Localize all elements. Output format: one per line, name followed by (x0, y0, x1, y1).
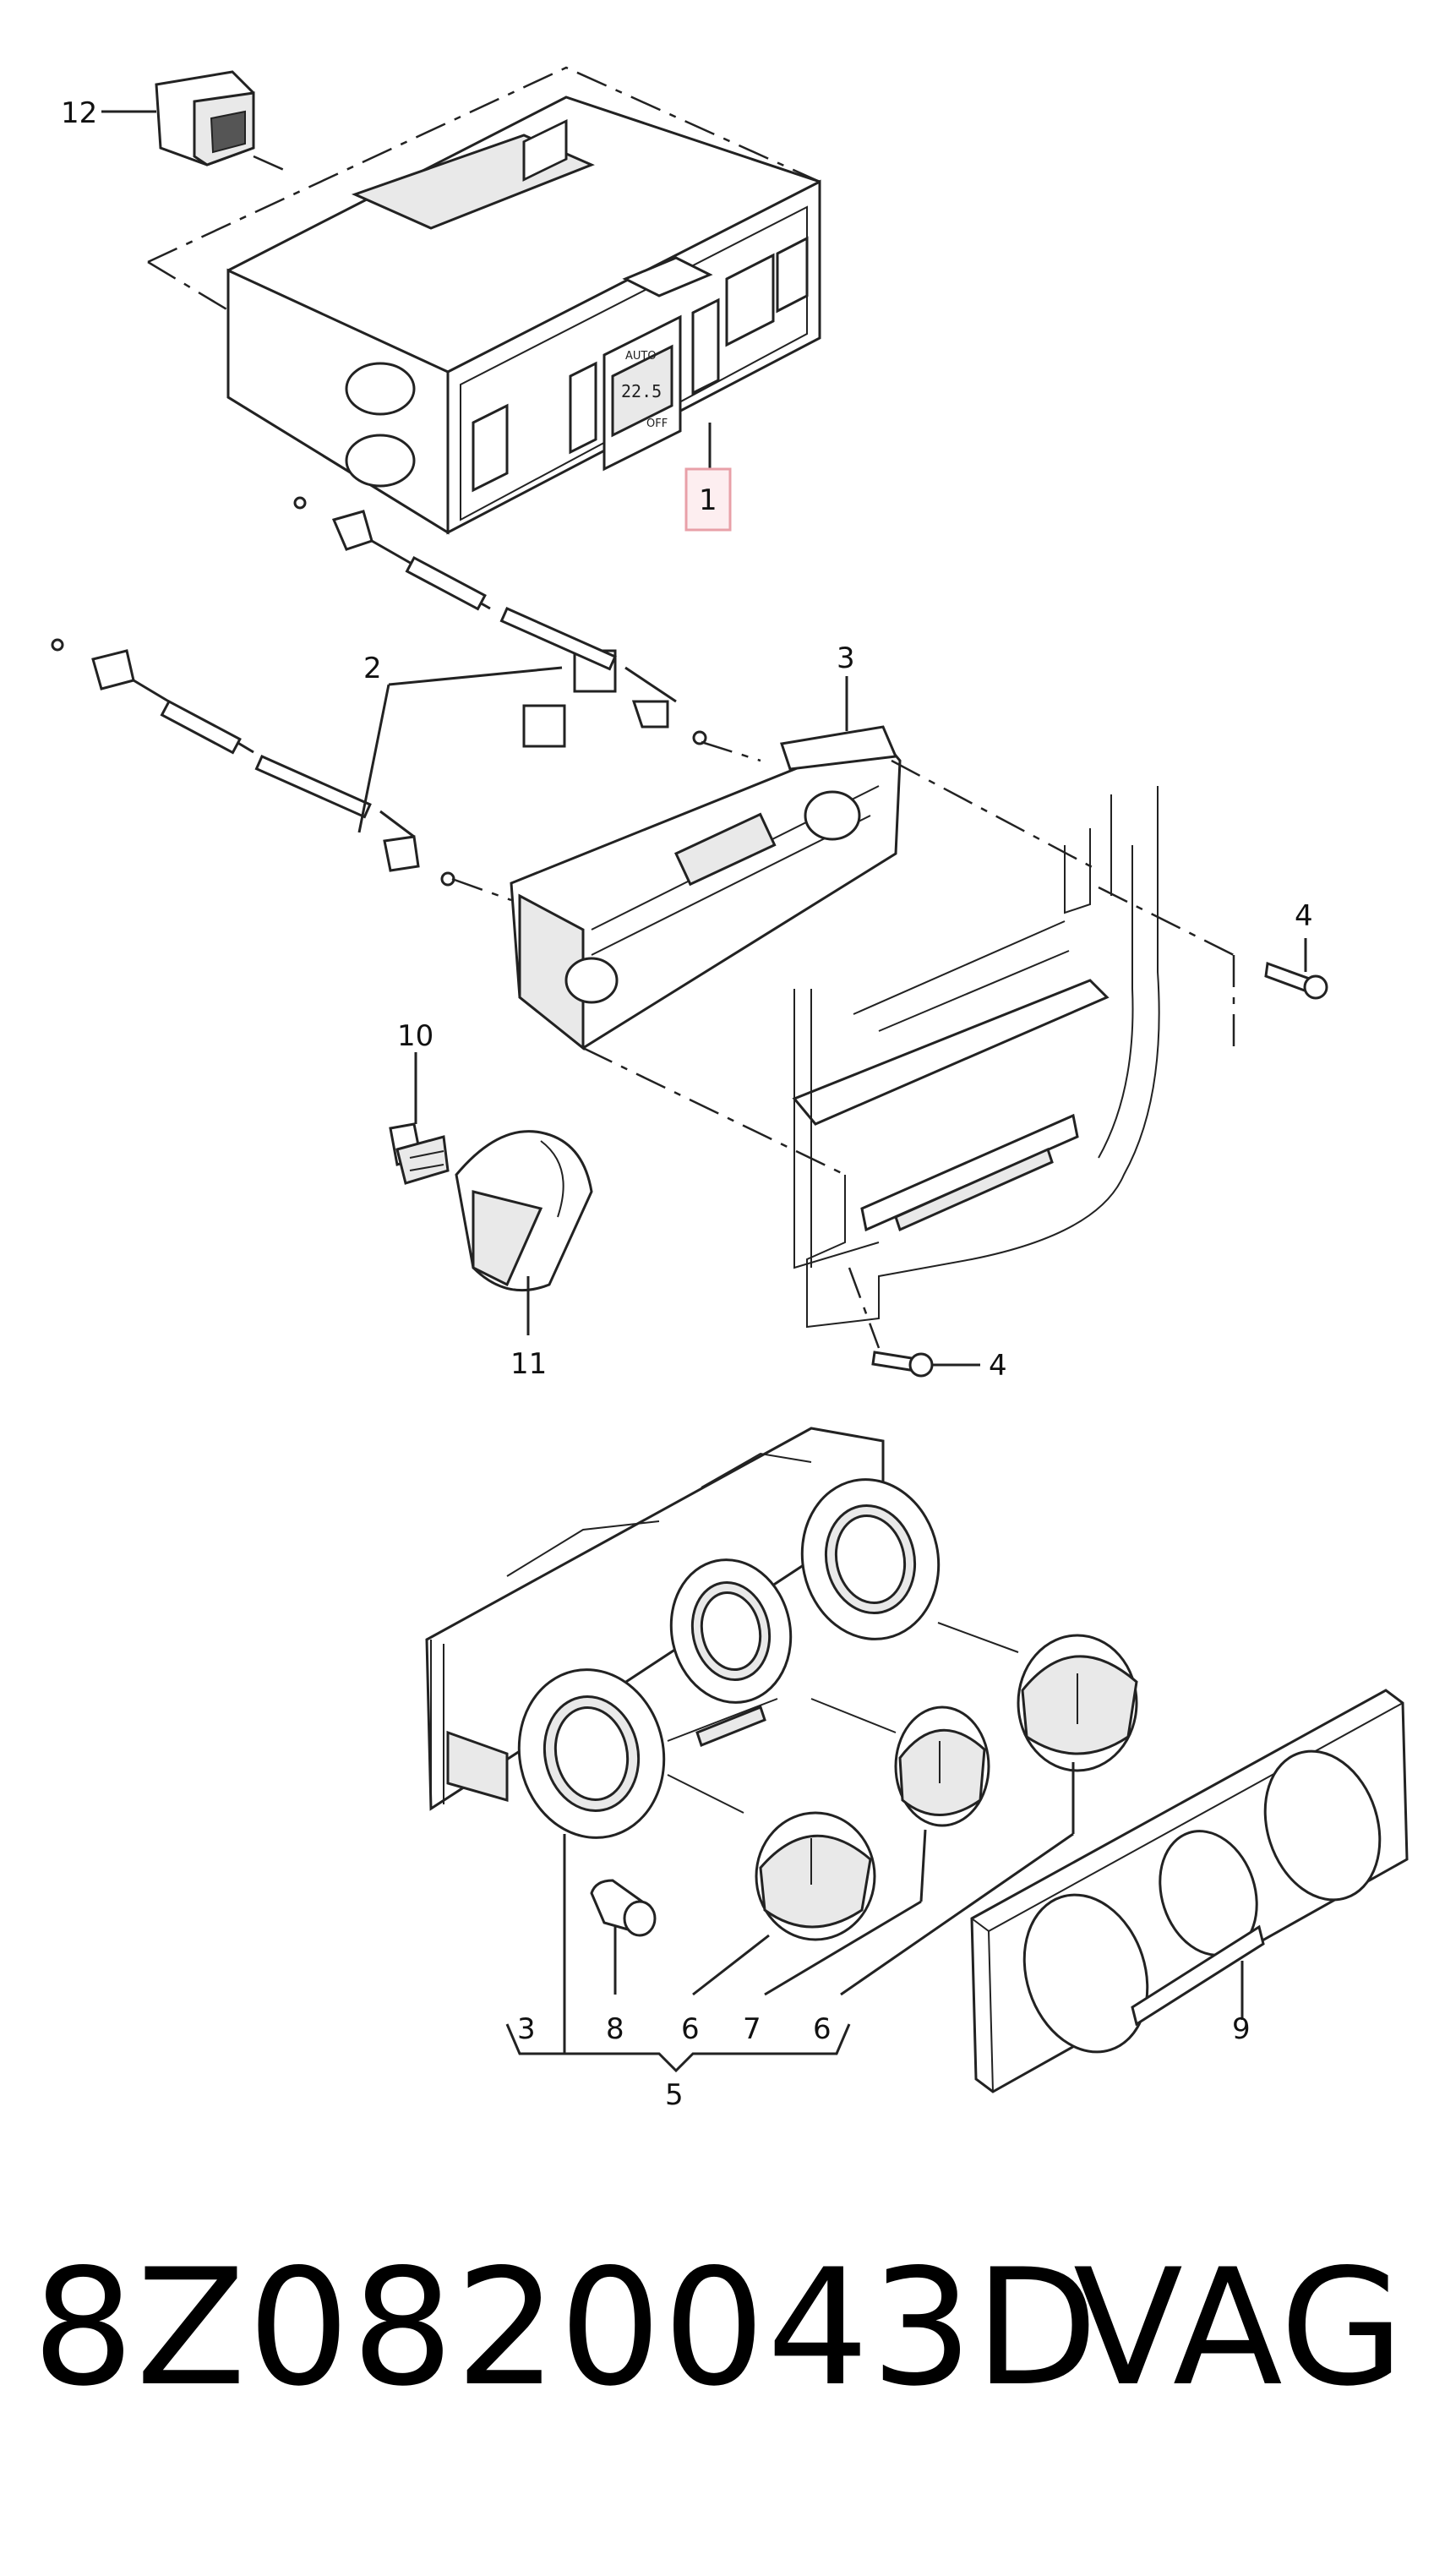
part-8-bulb (590, 1879, 657, 1995)
panel-auto-label: AUTO (625, 350, 657, 363)
dashboard-opening (792, 786, 1235, 1329)
part-12-switch (101, 70, 255, 166)
callout-4-bottom: 4 (989, 1349, 1007, 1383)
callout-12: 12 (61, 96, 97, 130)
part-3-knob-housing (425, 1427, 941, 1839)
callout-3-bottom: 3 (517, 2012, 536, 2046)
callout-6-right: 6 (813, 2012, 832, 2046)
callout-1: 1 (699, 483, 717, 517)
callout-5: 5 (665, 2078, 684, 2112)
callout-6-left: 6 (681, 2012, 700, 2046)
panel-off-label: OFF (646, 418, 668, 430)
callout-11: 11 (510, 1347, 547, 1381)
part-9-trim-panel (970, 1689, 1409, 2093)
part-11-cover (455, 1130, 593, 1335)
part-2-cables (51, 496, 761, 902)
callout-1-highlight (684, 467, 732, 532)
part-7-knob-middle (764, 1698, 990, 1996)
part-10-bulb-holder (389, 1052, 450, 1185)
callout-2: 2 (363, 652, 382, 685)
part-4-screw-right (1264, 938, 1328, 1000)
brand-label: VAG (1073, 2235, 1404, 2421)
part-1-control-unit: 22.5 AUTO OFF (147, 66, 821, 748)
panel-temp-display: 22.5 (621, 381, 662, 401)
callout-9: 9 (1232, 2012, 1251, 2046)
part-6-knob-right (840, 1622, 1138, 1996)
bracket-part-5 (505, 1834, 851, 2073)
part-number: 8Z0820043D (32, 2235, 1100, 2421)
callout-4-right: 4 (1295, 899, 1313, 933)
part-3-mounting-frame (510, 676, 1099, 1176)
callout-7: 7 (743, 2012, 761, 2046)
callout-3-top: 3 (837, 641, 855, 675)
exploded-parts-diagram: 12 22.5 AUTO OFF (51, 66, 1409, 2112)
part-6-knob-left (667, 1774, 876, 1996)
part-4-screw-bottom (848, 1267, 980, 1378)
callout-8: 8 (606, 2012, 624, 2046)
callout-10: 10 (397, 1019, 433, 1053)
